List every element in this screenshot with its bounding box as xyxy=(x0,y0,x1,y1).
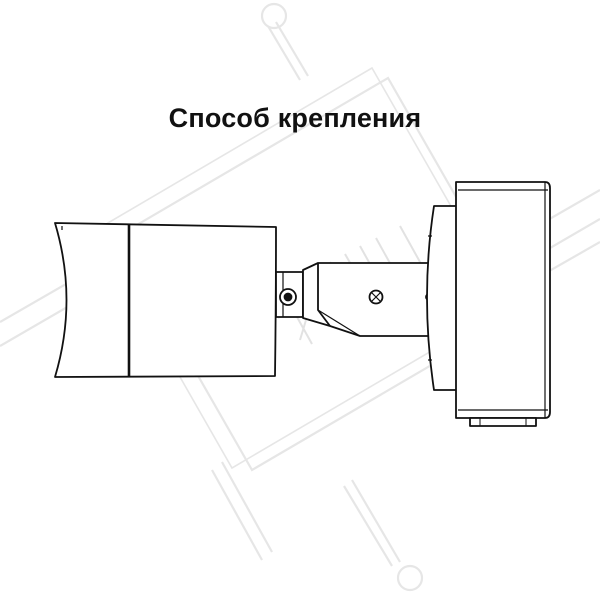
bracket-arm xyxy=(302,262,433,337)
junction-box xyxy=(455,181,551,427)
page-title: Способ крепления xyxy=(168,103,422,133)
joint-block xyxy=(275,271,304,318)
camera-body xyxy=(54,222,277,378)
wall-mount-dome xyxy=(426,205,459,391)
